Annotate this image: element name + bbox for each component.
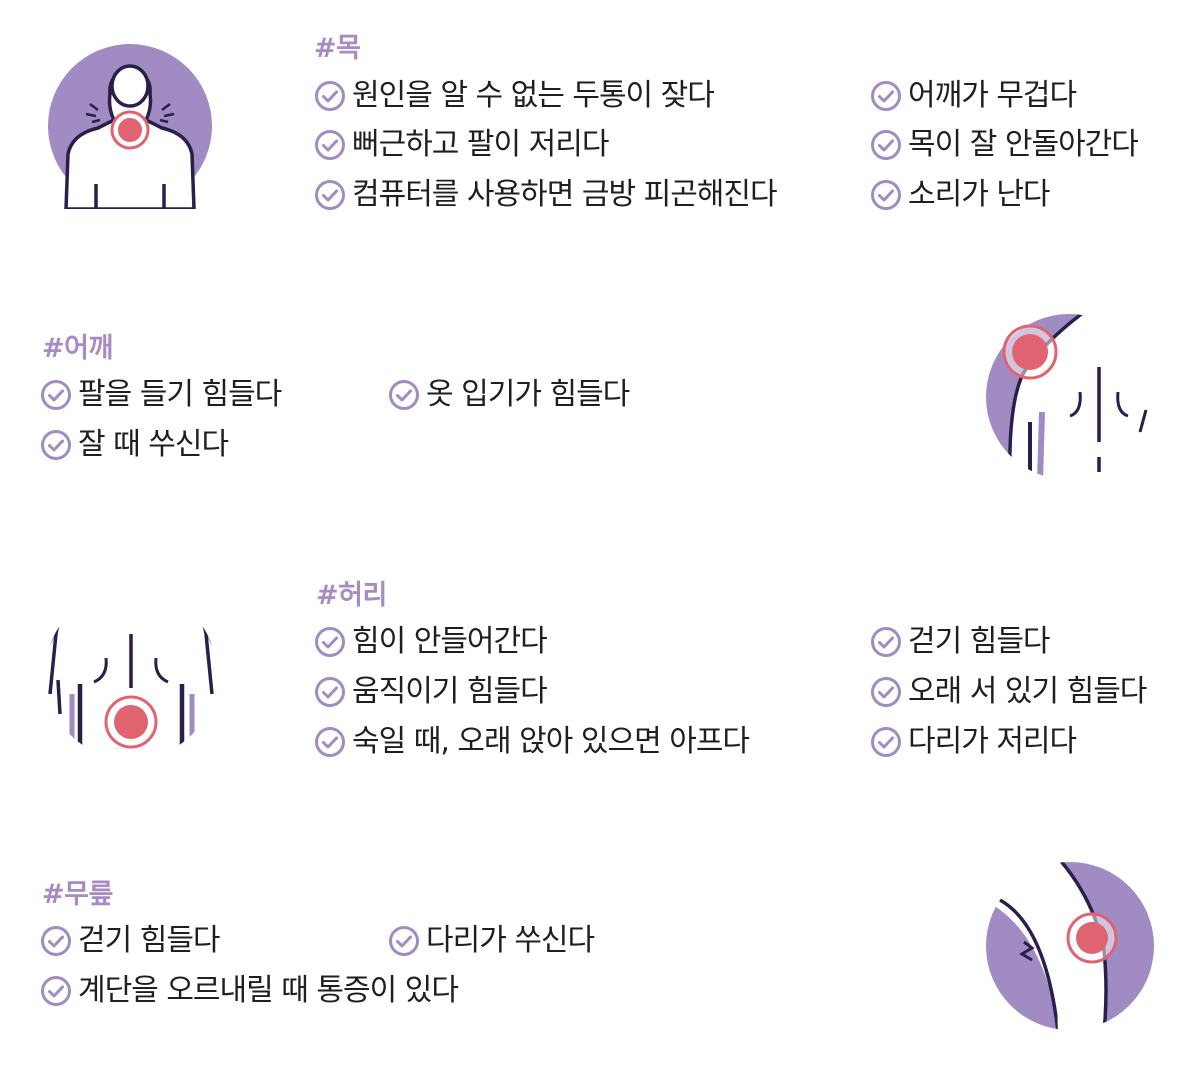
neck-item-label: 소리가 난다 (908, 177, 1051, 212)
shoulder-tag: #어깨 (42, 333, 113, 364)
check-circle-icon (314, 179, 346, 211)
check-circle-icon (314, 80, 346, 112)
knee-tag: #무릎 (42, 879, 113, 910)
neck-item-label: 원인을 알 수 없는 두통이 잦다 (352, 78, 715, 113)
waist-item-3: 움직이기 힘들다 (314, 674, 548, 710)
shoulder-item-label: 팔을 들기 힘들다 (78, 377, 282, 412)
neck-item-4: 목이 잘 안돌아간다 (870, 127, 1139, 163)
knee-item-1: 걷기 힘들다 (40, 923, 221, 959)
shoulder-item-label: 옷 입기가 힘들다 (426, 377, 630, 412)
check-circle-icon (40, 379, 72, 411)
neck-item-5: 컴퓨터를 사용하면 금방 피곤해진다 (314, 177, 778, 213)
check-circle-icon (870, 129, 902, 161)
waist-item-4: 오래 서 있기 힘들다 (870, 674, 1147, 710)
neck-item-3: 뻐근하고 팔이 저리다 (314, 127, 609, 163)
check-circle-icon (388, 925, 420, 957)
shoulder-item-3: 잘 때 쑤신다 (40, 427, 229, 463)
check-circle-icon (870, 179, 902, 211)
shoulder-illustration (984, 312, 1154, 482)
neck-item-label: 컴퓨터를 사용하면 금방 피곤해진다 (352, 177, 778, 212)
check-circle-icon (40, 429, 72, 461)
neck-item-2: 어깨가 무겁다 (870, 78, 1077, 114)
check-circle-icon (40, 925, 72, 957)
knee-item-label: 걷기 힘들다 (78, 923, 221, 958)
neck-illustration (46, 44, 216, 209)
waist-item-1: 힘이 안들어간다 (314, 624, 548, 660)
knee-item-label: 계단을 오르내릴 때 통증이 있다 (78, 973, 459, 1008)
waist-item-6: 다리가 저리다 (870, 724, 1077, 760)
neck-tag: #목 (314, 33, 361, 64)
shoulder-item-1: 팔을 들기 힘들다 (40, 377, 282, 413)
shoulder-item-label: 잘 때 쑤신다 (78, 427, 229, 462)
check-circle-icon (314, 676, 346, 708)
check-circle-icon (40, 975, 72, 1007)
check-circle-icon (870, 626, 902, 658)
waist-item-label: 숙일 때, 오래 앉아 있으면 아프다 (352, 724, 750, 759)
waist-item-label: 다리가 저리다 (908, 724, 1077, 759)
check-circle-icon (388, 379, 420, 411)
shoulder-item-2: 옷 입기가 힘들다 (388, 377, 630, 413)
waist-item-label: 힘이 안들어간다 (352, 624, 548, 659)
knee-illustration (984, 860, 1156, 1032)
check-circle-icon (870, 726, 902, 758)
check-circle-icon (870, 676, 902, 708)
neck-item-label: 어깨가 무겁다 (908, 78, 1077, 113)
waist-item-label: 오래 서 있기 힘들다 (908, 674, 1147, 709)
back-illustration (46, 584, 216, 762)
waist-item-label: 걷기 힘들다 (908, 624, 1051, 659)
waist-item-2: 걷기 힘들다 (870, 624, 1051, 660)
waist-tag: #허리 (316, 580, 387, 611)
knee-item-label: 다리가 쑤신다 (426, 923, 595, 958)
check-circle-icon (314, 726, 346, 758)
knee-item-3: 계단을 오르내릴 때 통증이 있다 (40, 973, 459, 1009)
waist-item-5: 숙일 때, 오래 앉아 있으면 아프다 (314, 724, 750, 760)
neck-item-label: 목이 잘 안돌아간다 (908, 127, 1139, 162)
check-circle-icon (314, 129, 346, 161)
knee-item-2: 다리가 쑤신다 (388, 923, 595, 959)
neck-item-label: 뻐근하고 팔이 저리다 (352, 127, 609, 162)
neck-item-6: 소리가 난다 (870, 177, 1051, 213)
waist-item-label: 움직이기 힘들다 (352, 674, 548, 709)
check-circle-icon (870, 80, 902, 112)
neck-item-1: 원인을 알 수 없는 두통이 잦다 (314, 78, 715, 114)
check-circle-icon (314, 626, 346, 658)
